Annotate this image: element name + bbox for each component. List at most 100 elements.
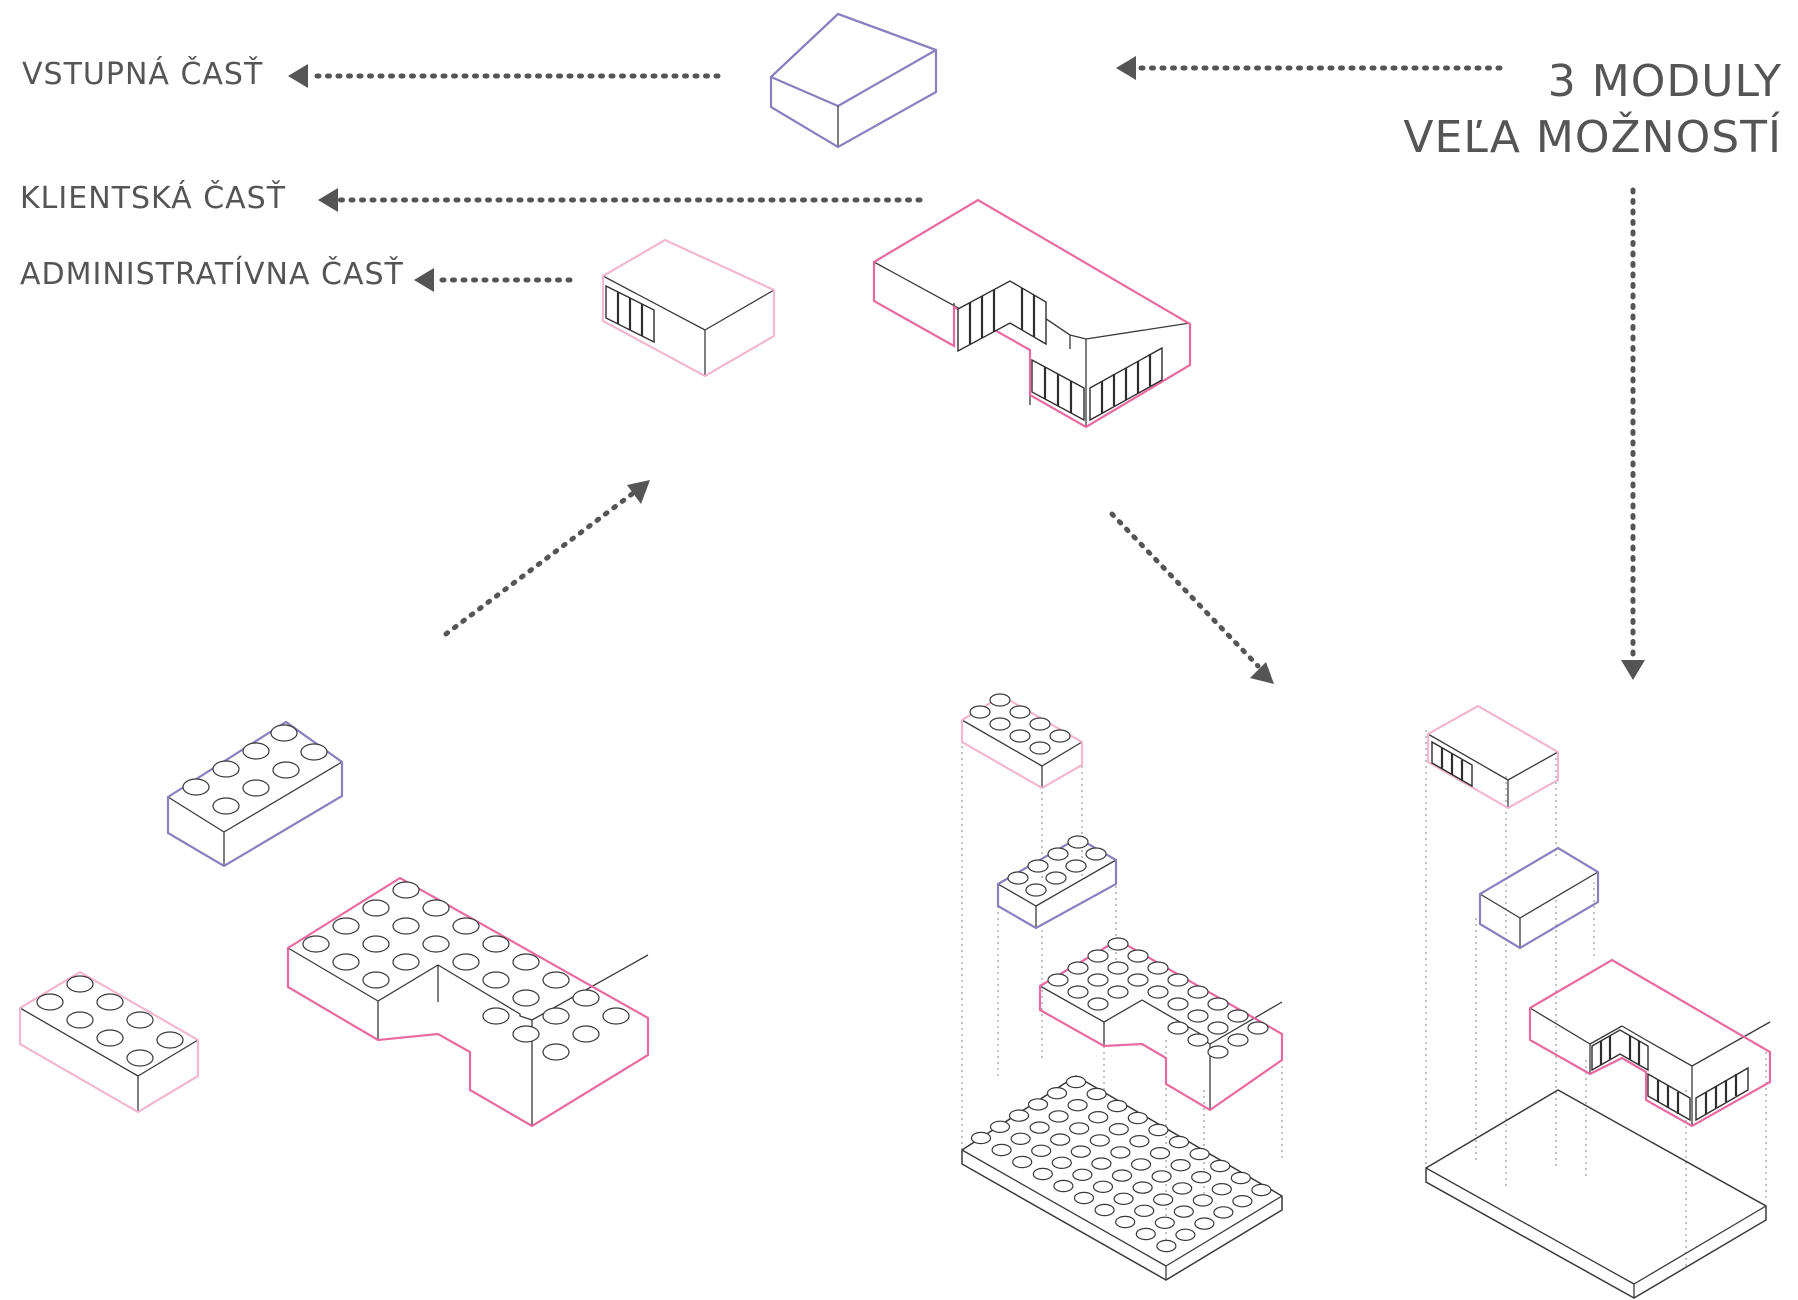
admin-window-icon xyxy=(1431,740,1473,788)
arrow-to-client-label xyxy=(318,188,923,212)
baseplate-stud xyxy=(1154,1216,1175,1230)
admin-window-icon xyxy=(605,284,655,344)
baseplate-stud xyxy=(1108,1122,1129,1136)
baseplate-stud xyxy=(1092,1180,1114,1194)
baseplate-stud xyxy=(1149,1146,1171,1160)
baseplate-stud xyxy=(1051,1156,1072,1170)
baseplate-studs xyxy=(970,1075,1272,1253)
label-entrance: VSTUPNÁ ČASŤ xyxy=(22,55,263,92)
baseplate-stud xyxy=(1132,1181,1153,1194)
arrow-bricks-to-buildings xyxy=(443,480,650,637)
baseplate-stud xyxy=(1053,1179,1074,1193)
title-line-1: 3 MODULY xyxy=(1548,56,1782,107)
baseplate-stud xyxy=(1073,1191,1095,1205)
baseplate-stud xyxy=(1031,1144,1052,1158)
stack-baseplate xyxy=(961,1075,1283,1281)
baseplate-stud xyxy=(1130,1158,1152,1171)
brick-admin-pink xyxy=(18,970,200,1114)
client-window-icon xyxy=(1647,1072,1691,1122)
stack-brick-client xyxy=(1038,937,1284,1112)
baseplate-stud xyxy=(1170,1158,1191,1172)
baseplate-stud xyxy=(1134,1204,1155,1218)
client-window-icon xyxy=(1089,346,1163,422)
brick-studs xyxy=(302,881,630,1061)
arrow-to-entrance-label xyxy=(288,64,721,88)
baseplate-stud xyxy=(1032,1167,1053,1181)
client-window-icon xyxy=(1695,1066,1749,1122)
baseplate-stud xyxy=(1029,1121,1050,1134)
baseplate-stud xyxy=(1251,1183,1272,1197)
baseplate-stud xyxy=(1135,1227,1156,1241)
baseplate-stud xyxy=(1172,1182,1193,1195)
baseplate-stud xyxy=(1113,1192,1134,1206)
baseplate-stud xyxy=(1065,1075,1087,1089)
baseplate-stud xyxy=(1153,1193,1174,1206)
arrow-to-admin-label xyxy=(414,268,573,292)
brick-entrance-purple xyxy=(166,720,344,868)
baseplate-stud xyxy=(1151,1170,1172,1183)
baseplate-stud xyxy=(1115,1215,1136,1229)
baseplate-stud xyxy=(1168,1135,1190,1149)
stack-brick-admin xyxy=(960,693,1084,790)
brick-studs xyxy=(1007,835,1107,897)
baseplate-stud xyxy=(1107,1099,1128,1113)
arrow-buildings-to-assembly xyxy=(1109,511,1274,684)
baseplate-stud xyxy=(1008,1109,1030,1122)
stack-brick-entrance xyxy=(996,835,1118,930)
baseplate-stud xyxy=(1070,1145,1091,1158)
brick-studs xyxy=(36,975,184,1067)
baseplate-stud xyxy=(1191,1170,1212,1184)
baseplate-stud xyxy=(1175,1228,1196,1242)
brick-client-lshape xyxy=(286,876,650,1128)
title-line-2: VEĽA MOŽNOSTÍ xyxy=(1403,110,1782,163)
baseplate-stud xyxy=(1048,1110,1069,1123)
brick-studs xyxy=(182,724,328,815)
baseplate-stud xyxy=(1012,1155,1033,1169)
baseplate-stud xyxy=(1230,1171,1251,1185)
baseplate-stud xyxy=(1192,1194,1213,1207)
baseplate-stud xyxy=(1069,1122,1090,1135)
baseplate-stud xyxy=(1091,1157,1112,1170)
baseplate-stud xyxy=(991,1143,1012,1157)
baseplate-stud xyxy=(1110,1146,1131,1159)
baseplate-stud xyxy=(1211,1182,1232,1196)
baseplate-stud xyxy=(1067,1098,1088,1112)
arrow-title-down xyxy=(1621,187,1645,680)
baseplate-stud xyxy=(1148,1123,1169,1137)
building-stack-guide-lines xyxy=(1425,730,1767,1270)
baseplate-stud xyxy=(1088,1110,1109,1124)
baseplate-stud xyxy=(970,1131,992,1145)
baseplate-stud xyxy=(1213,1206,1234,1219)
baseplate-stud xyxy=(1232,1194,1253,1208)
arrow-from-title xyxy=(1116,56,1503,80)
baseplate-stud xyxy=(1089,1134,1110,1147)
baseplate-stud xyxy=(1156,1239,1177,1253)
stack-building-baseplate xyxy=(1425,1089,1767,1299)
baseplate-stud xyxy=(1027,1098,1049,1111)
baseplate-stud xyxy=(1050,1133,1071,1146)
brick-studs xyxy=(1047,937,1269,1059)
label-admin: ADMINISTRATÍVNA ČASŤ xyxy=(20,255,404,292)
baseplate-stud xyxy=(1189,1147,1210,1161)
baseplate-stud xyxy=(1173,1205,1194,1218)
baseplate-stud xyxy=(1046,1086,1068,1100)
label-client: KLIENTSKÁ ČASŤ xyxy=(20,179,286,216)
client-window-icon xyxy=(1591,1029,1649,1072)
baseplate-stud xyxy=(989,1120,1011,1134)
brick-studs xyxy=(969,693,1071,755)
stack-building-admin xyxy=(1426,704,1560,810)
entrance-module-box xyxy=(769,12,938,149)
stack-building-client xyxy=(1528,958,1772,1128)
baseplate-stud xyxy=(1127,1111,1148,1125)
baseplate-stud xyxy=(1111,1169,1133,1182)
client-window-icon xyxy=(957,280,1047,353)
client-window-icon xyxy=(1031,358,1085,422)
baseplate-stud xyxy=(1010,1132,1031,1146)
baseplate-stud xyxy=(1086,1087,1107,1101)
client-module-building xyxy=(872,198,1192,429)
baseplate-stud xyxy=(1072,1168,1093,1182)
baseplate-stud xyxy=(1210,1159,1231,1173)
stack-building-entrance xyxy=(1478,846,1600,950)
baseplate-stud xyxy=(1094,1203,1115,1217)
